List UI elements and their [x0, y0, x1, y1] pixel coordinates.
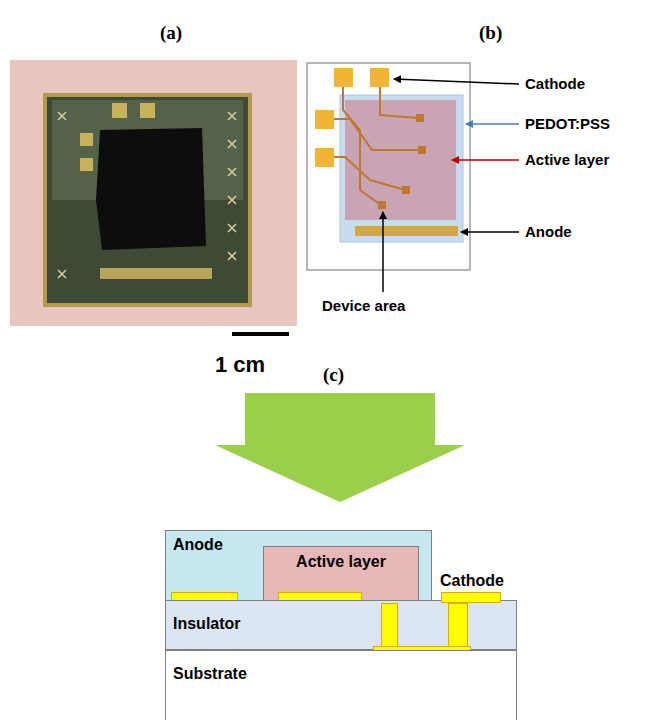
device-schematic-part	[345, 100, 456, 220]
device-photo-part	[58, 112, 236, 278]
device-schematic-part	[315, 110, 334, 129]
device-schematic-part-part	[418, 146, 426, 154]
device-photo-part-part	[228, 252, 236, 260]
device-photo-part-part	[228, 224, 236, 232]
electrode	[441, 592, 501, 603]
part-label: 1 cm	[215, 352, 265, 377]
layer-box: AnodeActive layer	[165, 530, 432, 601]
leader-line-part	[466, 123, 519, 125]
device-photo-part	[100, 268, 212, 279]
scale-bar	[232, 332, 289, 336]
device-photo-part-part	[228, 112, 236, 120]
layer-box: Active layer	[263, 546, 419, 602]
device-schematic-part	[378, 114, 426, 209]
layer-box: Insulator	[165, 600, 517, 650]
device-schematic-part	[334, 87, 420, 205]
panel-letter: (a)	[160, 22, 182, 44]
leader-line-part	[461, 231, 519, 233]
device-photo-part	[96, 128, 206, 250]
part-label: PEDOT:PSS	[525, 115, 610, 132]
part-label: Device area	[322, 297, 405, 314]
panel-letter: (c)	[323, 364, 344, 386]
device-schematic-part	[307, 63, 470, 270]
part-label: Active layer	[525, 151, 609, 168]
panel-letter: (b)	[479, 22, 502, 44]
device-schematic-part	[370, 68, 389, 87]
electrode	[381, 603, 398, 647]
device-schematic-part	[334, 68, 353, 87]
light-arrow	[215, 393, 465, 502]
electrode	[448, 603, 468, 647]
device-photo-part-part	[228, 196, 236, 204]
device-schematic-part-part	[378, 201, 386, 209]
device-schematic-part	[315, 148, 334, 167]
device-photo-part	[80, 133, 93, 146]
layer-label: Active layer	[264, 553, 418, 571]
device-photo-part-part	[58, 270, 66, 278]
device-photo	[10, 60, 297, 326]
device-schematic-part-part	[380, 87, 418, 118]
device-schematic-part	[355, 226, 458, 236]
device-photo-part	[45, 95, 250, 305]
device-schematic	[307, 63, 470, 270]
device-schematic-part-part	[343, 87, 381, 205]
device-schematic-part-part	[334, 119, 420, 150]
device-photo-part-part	[58, 112, 66, 120]
layer-box: Substrate	[165, 650, 517, 720]
device-schematic-part-part	[402, 186, 410, 194]
device-photo-part	[80, 158, 93, 171]
layer-label: Substrate	[173, 665, 247, 683]
device-photo-part	[112, 103, 127, 118]
part-label: Cathode	[525, 75, 585, 92]
part-label: Cathode	[440, 572, 504, 590]
leader-line-part	[394, 79, 519, 84]
leader-line	[383, 79, 519, 292]
leader-line-part	[452, 159, 519, 161]
layer-label: Insulator	[173, 615, 241, 633]
device-photo-part	[10, 60, 297, 326]
layer-label: Anode	[173, 536, 223, 554]
device-schematic-part-part	[334, 157, 405, 190]
leader-line-part	[382, 212, 384, 292]
device-photo-part	[140, 103, 155, 118]
device-schematic-part-part	[416, 114, 424, 122]
part-label: Anode	[525, 223, 572, 240]
device-photo-part-part	[228, 140, 236, 148]
device-photo-part-part	[228, 168, 236, 176]
